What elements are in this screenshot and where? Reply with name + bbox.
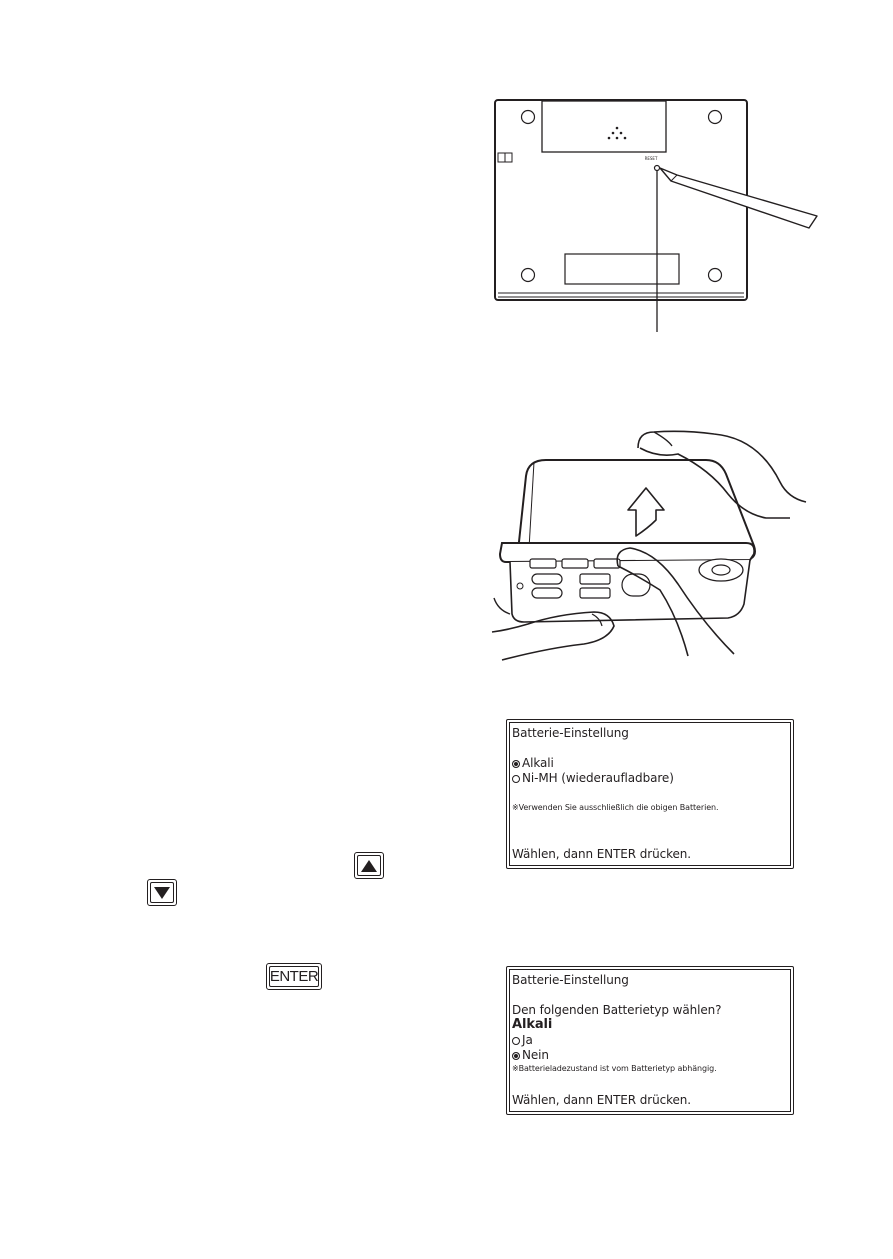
option-nein[interactable]: Nein bbox=[512, 1048, 549, 1062]
down-arrow-key[interactable] bbox=[147, 879, 177, 906]
radio-unselected-icon bbox=[512, 1037, 520, 1045]
up-arrow-key[interactable] bbox=[354, 852, 384, 879]
battery-settings-screen: Batterie-Einstellung Alkali Ni-MH (wiede… bbox=[506, 719, 794, 869]
enter-key-label: ENTER bbox=[269, 968, 319, 985]
option-nimh-label: Ni-MH (wiederaufladbare) bbox=[522, 771, 674, 785]
triangle-up-icon bbox=[361, 859, 377, 872]
option-nimh[interactable]: Ni-MH (wiederaufladbare) bbox=[512, 771, 674, 785]
radio-unselected-icon bbox=[512, 775, 520, 783]
device-opening-illustration bbox=[491, 430, 807, 661]
reset-label: RESET bbox=[645, 156, 658, 161]
radio-selected-icon bbox=[512, 1052, 520, 1060]
screen-title: Batterie-Einstellung bbox=[512, 973, 629, 987]
enter-key[interactable]: ENTER bbox=[266, 963, 322, 990]
screen-note: ※Batterieladezustand ist vom Batterietyp… bbox=[512, 1064, 717, 1073]
option-alkali[interactable]: Alkali bbox=[512, 756, 554, 770]
screen-note: ※Verwenden Sie ausschließlich die obigen… bbox=[512, 803, 719, 812]
screen-question: Den folgenden Batterietyp wählen? bbox=[512, 1003, 722, 1017]
option-alkali-label: Alkali bbox=[522, 756, 554, 770]
screen-footer: Wählen, dann ENTER drücken. bbox=[512, 847, 692, 861]
screen-footer: Wählen, dann ENTER drücken. bbox=[512, 1093, 692, 1107]
option-ja[interactable]: Ja bbox=[512, 1033, 533, 1047]
battery-confirm-screen: Batterie-Einstellung Den folgenden Batte… bbox=[506, 966, 794, 1115]
screen-title: Batterie-Einstellung bbox=[512, 726, 629, 740]
triangle-down-icon bbox=[154, 886, 170, 899]
battery-type: Alkali bbox=[512, 1017, 553, 1032]
radio-selected-icon bbox=[512, 760, 520, 768]
option-nein-label: Nein bbox=[522, 1048, 549, 1062]
option-ja-label: Ja bbox=[522, 1033, 533, 1047]
device-back-illustration: RESET bbox=[494, 99, 818, 332]
